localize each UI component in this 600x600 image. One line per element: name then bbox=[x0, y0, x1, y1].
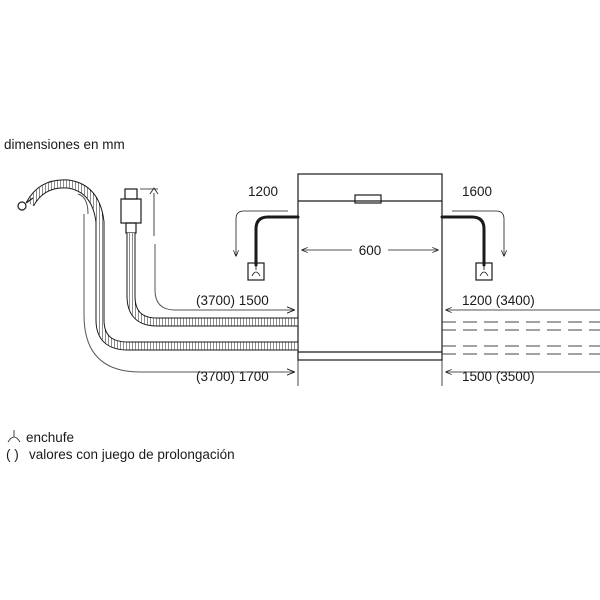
dimensions-title: dimensiones en mm bbox=[4, 137, 125, 152]
plug-socket-icon bbox=[7, 430, 21, 443]
parentheses-legend-symbol: ( ) bbox=[6, 447, 19, 462]
right-dashed-hoses bbox=[442, 321, 600, 355]
inlet-hose bbox=[126, 233, 298, 327]
hose-icon bbox=[17, 179, 298, 351]
right-cord-length-label: 1600 bbox=[462, 184, 492, 199]
right-dimension-lines: 1200 (3400) 1500 (3500) bbox=[446, 293, 600, 384]
width-label: 600 bbox=[359, 243, 382, 258]
legend: enchufe ( ) valores con juego de prolong… bbox=[6, 430, 235, 462]
left-cord-length-label: 1200 bbox=[248, 184, 278, 199]
socket-legend-label: enchufe bbox=[26, 430, 74, 445]
right-lower-hose-label: 1500 (3500) bbox=[462, 369, 535, 384]
right-upper-hose-label: 1200 (3400) bbox=[462, 293, 535, 308]
left-upper-hose-label: (3700) 1500 bbox=[196, 293, 269, 308]
left-power-cord: 1200 bbox=[236, 184, 300, 281]
parentheses-legend-label: valores con juego de prolongación bbox=[29, 447, 235, 462]
right-power-cord: 1600 bbox=[440, 184, 504, 281]
dishwasher bbox=[297, 173, 443, 386]
width-dimension: 600 bbox=[302, 243, 438, 258]
left-lower-hose-label: (3700) 1700 bbox=[196, 369, 269, 384]
left-dimension-lines: (3700) 1500 (3700) 1700 bbox=[77, 193, 294, 384]
water-valve-icon bbox=[120, 187, 159, 236]
